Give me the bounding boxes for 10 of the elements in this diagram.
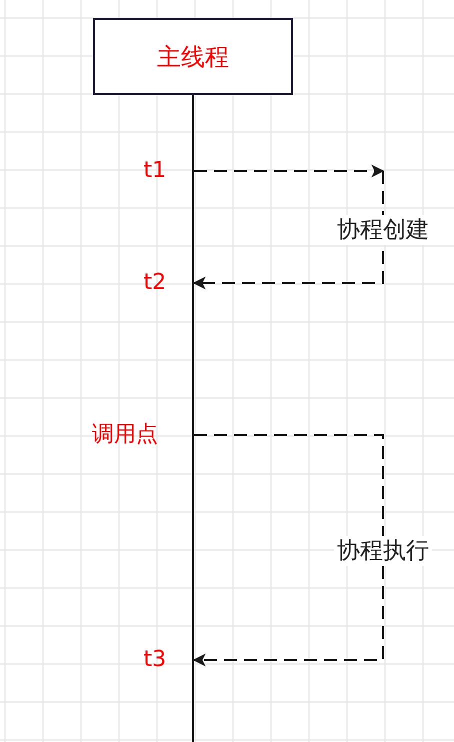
edge-label: 协程执行 — [334, 536, 432, 566]
arrow — [192, 434, 384, 666]
time-label: 调用点 — [92, 422, 158, 448]
arrow — [194, 164, 384, 178]
thread-box: 主线程 — [93, 18, 293, 95]
time-label: t2 — [144, 270, 166, 296]
time-label: t3 — [144, 647, 166, 673]
arrow — [192, 171, 384, 290]
time-label: t1 — [144, 158, 166, 184]
lifeline — [192, 95, 194, 742]
